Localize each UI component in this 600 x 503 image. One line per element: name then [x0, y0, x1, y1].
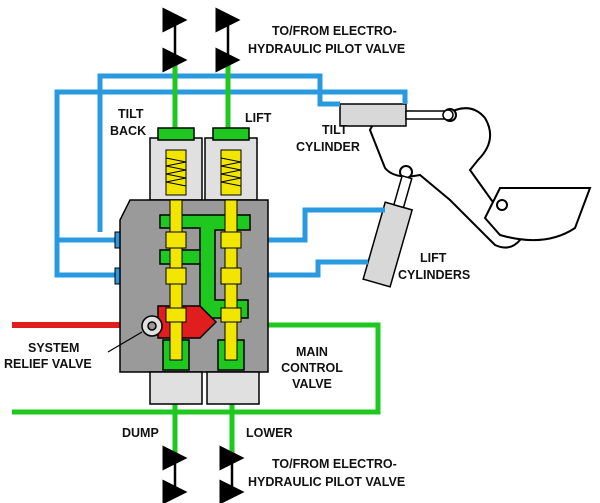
main-control-valve-body — [119, 127, 269, 405]
tilt-cylinder — [339, 103, 454, 127]
dump-label: DUMP — [122, 426, 159, 440]
main-control-label-line1: MAIN — [296, 345, 328, 359]
spool-springs — [165, 157, 242, 187]
top-pilot-label-line1: TO/FROM ELECTRO- — [272, 24, 397, 38]
lower-label: LOWER — [246, 426, 293, 440]
system-relief-label-line2: RELIEF VALVE — [4, 357, 92, 371]
top-pilot-label-line2: HYDRAULIC PILOT VALVE — [248, 42, 405, 56]
lift-cylinders-label-line1: LIFT — [420, 251, 447, 265]
lift-cylinder — [362, 174, 414, 288]
blue-cylinder-lines — [54, 73, 408, 278]
loader-arm-and-bucket — [368, 107, 592, 249]
lift-cylinders-label-line2: CYLINDERS — [398, 268, 470, 282]
bottom-pilot-label-line1: TO/FROM ELECTRO- — [272, 457, 397, 471]
relief-valve-leader — [107, 331, 143, 353]
pilot-arrows — [162, 7, 245, 503]
main-control-label-line3: VALVE — [292, 377, 332, 391]
tilt-back-label-line1: TILT — [118, 107, 144, 121]
main-control-label-line2: CONTROL — [281, 361, 343, 375]
system-relief-label-line1: SYSTEM — [28, 341, 79, 355]
tilt-cylinder-label-line1: TILT — [322, 123, 348, 137]
system-relief-valve — [141, 315, 163, 337]
bottom-pilot-label-line2: HYDRAULIC PILOT VALVE — [248, 475, 405, 489]
tilt-cylinder-label-line2: CYLINDER — [296, 140, 360, 154]
tilt-back-label-line2: BACK — [110, 124, 146, 138]
lift-label: LIFT — [245, 111, 272, 125]
